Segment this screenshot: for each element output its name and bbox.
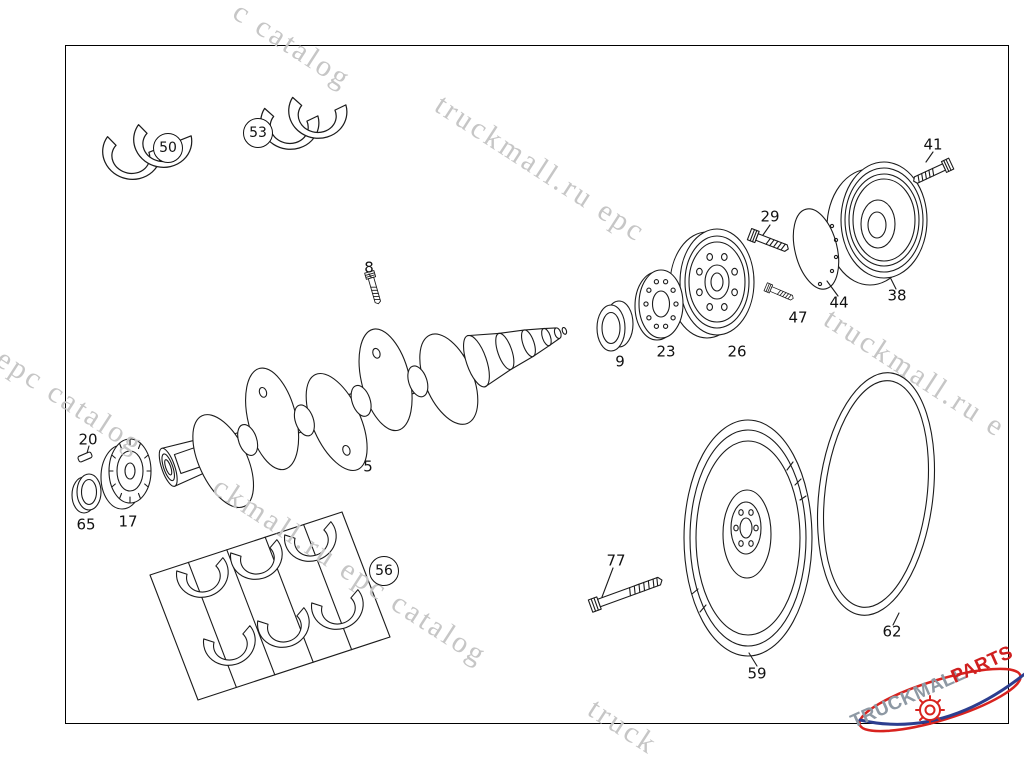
part-label-77: 77 (606, 551, 626, 570)
part-label-5: 5 (363, 457, 373, 476)
truckmall-logo: TRUCKMALL PARTS (846, 628, 1024, 750)
flywheel (683, 419, 813, 657)
part-label-17: 17 (118, 512, 138, 531)
bolt-41 (910, 157, 955, 188)
part-label-62: 62 (882, 622, 902, 641)
part-label-50: 50 (153, 133, 183, 163)
cover-plate (792, 208, 840, 290)
front-pulley (826, 161, 928, 286)
part-label-23: 23 (656, 342, 676, 361)
part-label-47: 47 (788, 308, 808, 327)
part-label-26: 26 (727, 342, 747, 361)
vibration-damper (669, 228, 755, 339)
part-label-56: 56 (369, 556, 399, 586)
part-label-65: 65 (76, 515, 96, 534)
spacer-ring (596, 300, 634, 352)
part-label-9: 9 (615, 352, 625, 371)
part-label-59: 59 (747, 664, 767, 683)
logo-suffix-text: PARTS (948, 642, 1016, 688)
logo-swoosh-ellipse (858, 667, 1022, 733)
logo-gear-icon (915, 695, 945, 725)
ring-gear (816, 372, 936, 616)
timing-gear (100, 438, 152, 510)
part-label-53: 53 (243, 118, 273, 148)
crankshaft (158, 326, 568, 509)
bolt-47 (763, 282, 796, 303)
bolt-77 (587, 573, 665, 613)
leader-lines (86, 151, 934, 667)
part-label-8: 8 (364, 258, 374, 277)
bolt-29 (746, 227, 791, 256)
part-label-38: 38 (887, 286, 907, 305)
drive-disc (634, 269, 684, 341)
bearing-shell-set (149, 511, 391, 701)
part-label-44: 44 (829, 293, 849, 312)
part-label-20: 20 (78, 430, 98, 449)
seal-ring (71, 473, 102, 514)
part-label-41: 41 (923, 135, 943, 154)
woodruff-key (77, 451, 93, 463)
part-label-29: 29 (760, 207, 780, 226)
